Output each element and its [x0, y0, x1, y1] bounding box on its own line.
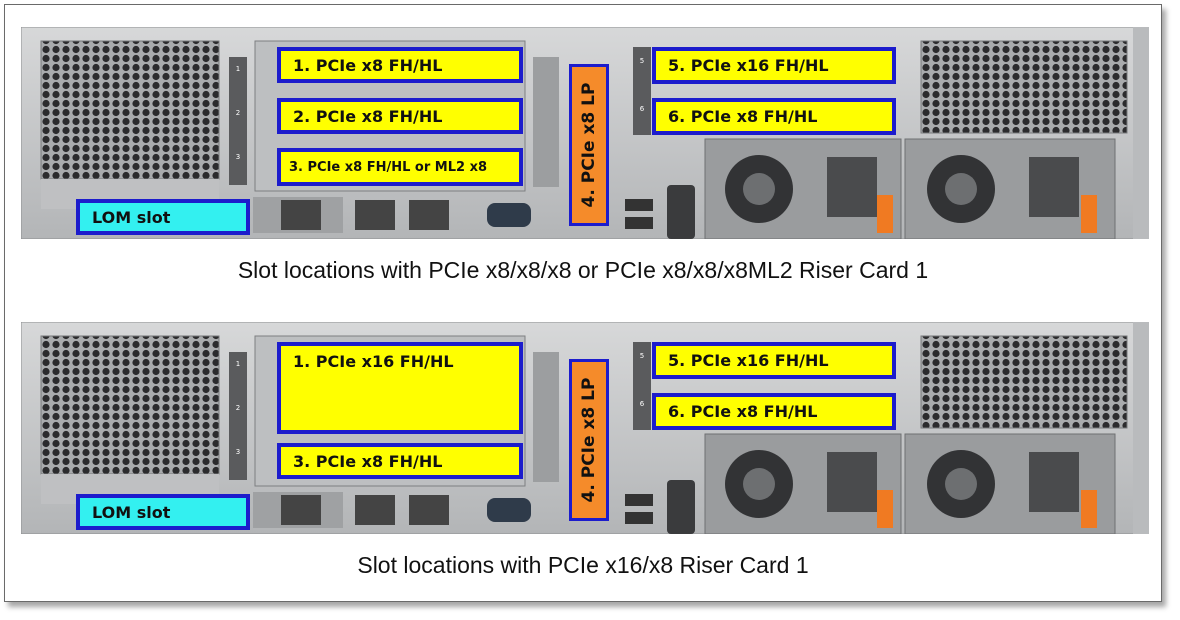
figure-frame: 1 2 3 5 6 — [4, 4, 1162, 602]
slot-3-label: 3. PCIe x8 FH/HL — [277, 443, 523, 479]
svg-text:5: 5 — [640, 57, 644, 65]
slot-1-label: 1. PCIe x16 FH/HL — [277, 342, 523, 434]
caption-bottom: Slot locations with PCIe x16/x8 Riser Ca… — [357, 552, 809, 578]
slot-2-label: 2. PCIe x8 FH/HL — [277, 98, 523, 134]
slot-4-label-text: 4. PCIe x8 LP — [579, 82, 599, 208]
slot-6-label: 6. PCIe x8 FH/HL — [652, 98, 896, 135]
svg-text:5: 5 — [640, 352, 644, 360]
server-rear-view-top: 1 2 3 5 6 — [21, 27, 1149, 239]
svg-text:3: 3 — [236, 153, 240, 161]
slot-5-label: 5. PCIe x16 FH/HL — [652, 342, 896, 379]
slot-3-label: 3. PCIe x8 FH/HL or ML2 x8 — [277, 148, 523, 186]
svg-text:3: 3 — [236, 448, 240, 456]
lom-slot-label: LOM slot — [76, 494, 250, 530]
slot-1-label: 1. PCIe x8 FH/HL — [277, 47, 523, 83]
caption-top: Slot locations with PCIe x8/x8/x8 or PCI… — [237, 257, 929, 283]
svg-text:6: 6 — [640, 400, 645, 408]
svg-text:2: 2 — [236, 109, 240, 117]
slot-4-label: 4. PCIe x8 LP — [569, 359, 609, 521]
slot-5-label: 5. PCIe x16 FH/HL — [652, 47, 896, 84]
svg-text:6: 6 — [640, 105, 645, 113]
slot-4-label-text: 4. PCIe x8 LP — [579, 377, 599, 503]
lom-slot-label: LOM slot — [76, 199, 250, 235]
slot-4-label: 4. PCIe x8 LP — [569, 64, 609, 226]
slot-6-label: 6. PCIe x8 FH/HL — [652, 393, 896, 430]
server-rear-view-bottom: 1 2 3 5 6 — [21, 322, 1149, 534]
svg-text:2: 2 — [236, 404, 240, 412]
svg-text:1: 1 — [236, 65, 240, 73]
svg-text:1: 1 — [236, 360, 240, 368]
